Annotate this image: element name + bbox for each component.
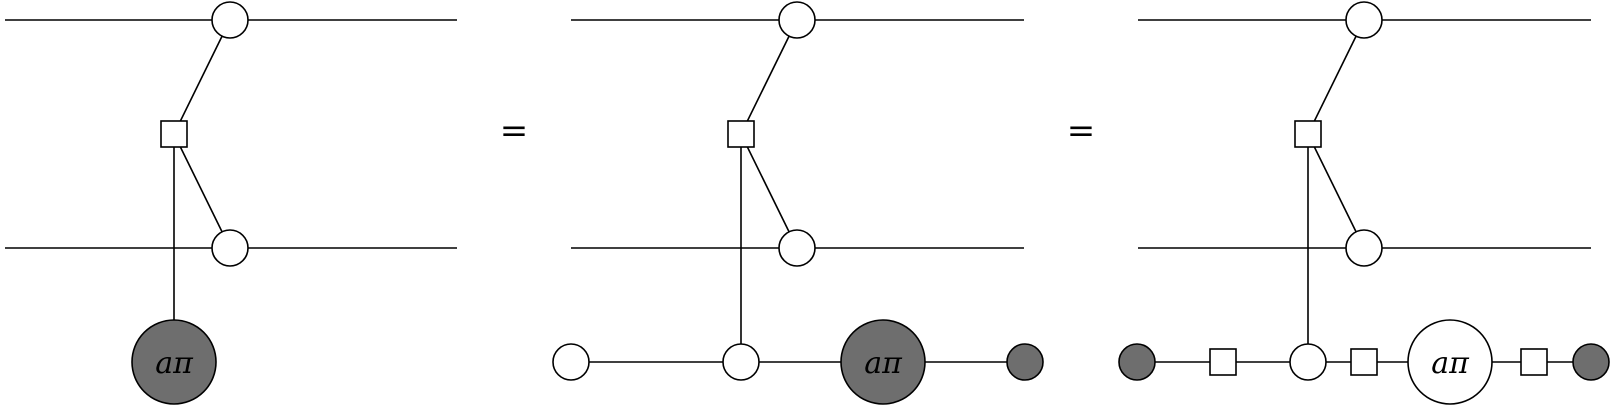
edge-hbox-to-bottom-spider <box>173 133 231 249</box>
phase-label: aπ <box>864 346 903 381</box>
edge-top-spider-to-hbox <box>173 19 231 135</box>
hadamard-box <box>727 120 755 148</box>
edge-top-spider-to-hbox <box>1307 19 1365 135</box>
edge-top-spider-to-hbox <box>740 19 798 135</box>
equals-sign-1: = <box>500 111 529 151</box>
grey-spider-chain-left <box>1118 343 1156 381</box>
phase-label: aπ <box>155 346 194 381</box>
white-spider-bottom <box>211 229 249 267</box>
edge-hbox-to-bottom-spider <box>1307 133 1365 249</box>
hadamard-box <box>160 120 188 148</box>
white-spider-top <box>211 1 249 39</box>
white-spider-chain-center <box>1289 343 1327 381</box>
grey-phase-spider <box>131 319 217 405</box>
hadamard-box-chain-1 <box>1209 348 1237 376</box>
hadamard-box-chain-3 <box>1520 348 1548 376</box>
white-spider-bottom <box>1345 229 1383 267</box>
grey-phase-spider <box>840 319 926 405</box>
white-spider-chain-center <box>722 343 760 381</box>
hadamard-box <box>1294 120 1322 148</box>
white-spider-chain-left <box>552 343 590 381</box>
edge-hbox-to-bottom-spider <box>740 133 798 249</box>
equals-sign-2: = <box>1067 111 1096 151</box>
phase-label: aπ <box>1431 346 1470 381</box>
hadamard-box-chain-2 <box>1350 348 1378 376</box>
grey-spider-chain-right <box>1572 343 1610 381</box>
white-spider-top <box>1345 1 1383 39</box>
panel-lhs: aπ <box>5 1 457 405</box>
grey-spider-chain-right <box>1006 343 1044 381</box>
panel-middle: aπ <box>552 1 1044 405</box>
white-spider-bottom <box>778 229 816 267</box>
panel-rhs: aπ <box>1118 1 1610 405</box>
white-spider-top <box>778 1 816 39</box>
white-phase-spider <box>1407 319 1493 405</box>
